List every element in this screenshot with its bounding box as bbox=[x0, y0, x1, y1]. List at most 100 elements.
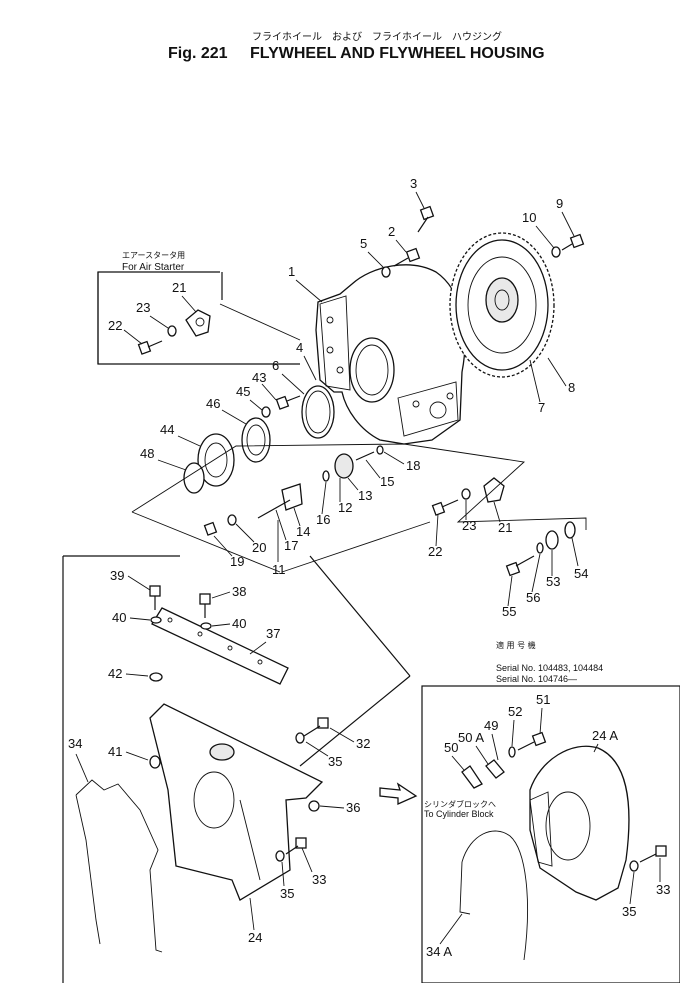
nut-41 bbox=[149, 755, 161, 769]
callout-24: 24 bbox=[248, 930, 262, 945]
callout-44: 44 bbox=[160, 422, 174, 437]
figure-number: Fig. 221 bbox=[168, 45, 228, 62]
washer-10 bbox=[551, 246, 561, 258]
callout-11: 11 bbox=[272, 562, 286, 577]
bolt-43 bbox=[275, 395, 301, 410]
figure-title: FLYWHEEL AND FLYWHEEL HOUSING bbox=[250, 45, 545, 62]
callout-36: 36 bbox=[346, 800, 360, 815]
callout-35a: 35 bbox=[328, 754, 342, 769]
air-starter-label-jp: エアースタータ用 bbox=[122, 251, 185, 260]
callout-54: 54 bbox=[574, 566, 588, 581]
callout-48: 48 bbox=[140, 446, 154, 461]
washer-40 bbox=[150, 616, 162, 624]
title-japanese: フライホイール および フライホイール ハウジング bbox=[252, 30, 502, 43]
callout-51: 51 bbox=[536, 692, 550, 707]
callout-20: 20 bbox=[252, 540, 266, 555]
bolt-33 bbox=[285, 837, 307, 855]
callout-23b: 23 bbox=[462, 518, 476, 533]
callout-41: 41 bbox=[108, 744, 122, 759]
washer-35 bbox=[295, 732, 305, 744]
seal-54 bbox=[564, 521, 576, 539]
seal-46 bbox=[241, 417, 271, 463]
callout-35c: 35 bbox=[622, 904, 636, 919]
callout-5: 5 bbox=[360, 236, 367, 251]
callout-22b: 22 bbox=[428, 544, 442, 559]
callout-13: 13 bbox=[358, 488, 372, 503]
plug-36 bbox=[308, 800, 320, 812]
callout-56: 56 bbox=[526, 590, 540, 605]
callout-24a: 24 A bbox=[592, 728, 618, 743]
washer-56 bbox=[536, 542, 544, 554]
callout-17: 17 bbox=[284, 538, 298, 553]
callout-6: 6 bbox=[272, 358, 279, 373]
washer-45 bbox=[261, 406, 271, 418]
flywheel-7-ring-gear-8 bbox=[449, 232, 555, 378]
housing-bore bbox=[349, 337, 395, 403]
air-starter-label-en: For Air Starter bbox=[122, 262, 185, 273]
gasket-34 bbox=[75, 779, 163, 953]
callout-39: 39 bbox=[110, 568, 124, 583]
callout-4: 4 bbox=[296, 340, 303, 355]
transition-arrow bbox=[379, 782, 418, 806]
shaft-15 bbox=[355, 451, 375, 461]
plate-50 bbox=[461, 765, 483, 789]
callout-49: 49 bbox=[484, 718, 498, 733]
washer-35-inset bbox=[629, 860, 639, 872]
callout-21b: 21 bbox=[498, 520, 512, 535]
callout-37: 37 bbox=[266, 626, 280, 641]
callout-33b: 33 bbox=[656, 882, 670, 897]
cylinder-note-jp: シリンダブロックへ bbox=[424, 799, 496, 809]
callout-23: 23 bbox=[136, 300, 150, 315]
bolt-32 bbox=[303, 717, 329, 737]
callout-labels: 3 2 5 1 9 10 8 7 4 6 43 45 46 44 48 18 1… bbox=[68, 176, 670, 959]
group-frame bbox=[131, 443, 587, 530]
callout-14: 14 bbox=[296, 524, 310, 539]
bolt-51 bbox=[517, 731, 547, 751]
serial-line-1: Serial No. 104483, 104484 bbox=[496, 663, 603, 673]
air-starter-inset: エアースタータ用 For Air Starter 21 23 22 bbox=[97, 251, 300, 365]
callout-19: 19 bbox=[230, 554, 244, 569]
callout-50a: 50 A bbox=[458, 730, 484, 745]
cover-14 bbox=[281, 483, 303, 511]
callout-40a: 40 bbox=[112, 610, 126, 625]
cover-plate-37 bbox=[151, 607, 289, 685]
washer-40b bbox=[200, 622, 212, 630]
callout-55: 55 bbox=[502, 604, 516, 619]
callout-12: 12 bbox=[338, 500, 352, 515]
bolt-38 bbox=[199, 593, 211, 618]
bolt-9 bbox=[561, 233, 585, 251]
callout-40b: 40 bbox=[232, 616, 246, 631]
washer-52 bbox=[508, 746, 516, 758]
callout-33a: 33 bbox=[312, 872, 326, 887]
callout-32: 32 bbox=[356, 736, 370, 751]
callout-38: 38 bbox=[232, 584, 246, 599]
gear-13 bbox=[334, 453, 354, 479]
washer-35b bbox=[275, 850, 285, 862]
bolt-39 bbox=[149, 585, 161, 610]
serial-line-2: Serial No. 104746— bbox=[496, 674, 577, 684]
bolt-33-inset bbox=[639, 845, 667, 863]
callout-9: 9 bbox=[556, 196, 563, 211]
callout-3: 3 bbox=[410, 176, 417, 191]
plate-50a bbox=[485, 759, 505, 779]
callout-52: 52 bbox=[508, 704, 522, 719]
flywheel-housing-24a bbox=[529, 745, 630, 901]
callout-45: 45 bbox=[236, 384, 250, 399]
o-ring-6 bbox=[301, 385, 335, 439]
callout-8: 8 bbox=[568, 380, 575, 395]
bolt-19 bbox=[203, 521, 218, 536]
bolt-17 bbox=[257, 499, 291, 519]
seal-48 bbox=[183, 462, 205, 494]
washer-16 bbox=[322, 470, 330, 482]
callout-50: 50 bbox=[444, 740, 458, 755]
callout-15: 15 bbox=[380, 474, 394, 489]
callout-2: 2 bbox=[388, 224, 395, 239]
callout-35b: 35 bbox=[280, 886, 294, 901]
gasket-34a bbox=[459, 830, 528, 961]
washer-20 bbox=[227, 514, 237, 526]
callout-16: 16 bbox=[316, 512, 330, 527]
bolt-2 bbox=[393, 247, 421, 267]
callout-34: 34 bbox=[68, 736, 82, 751]
